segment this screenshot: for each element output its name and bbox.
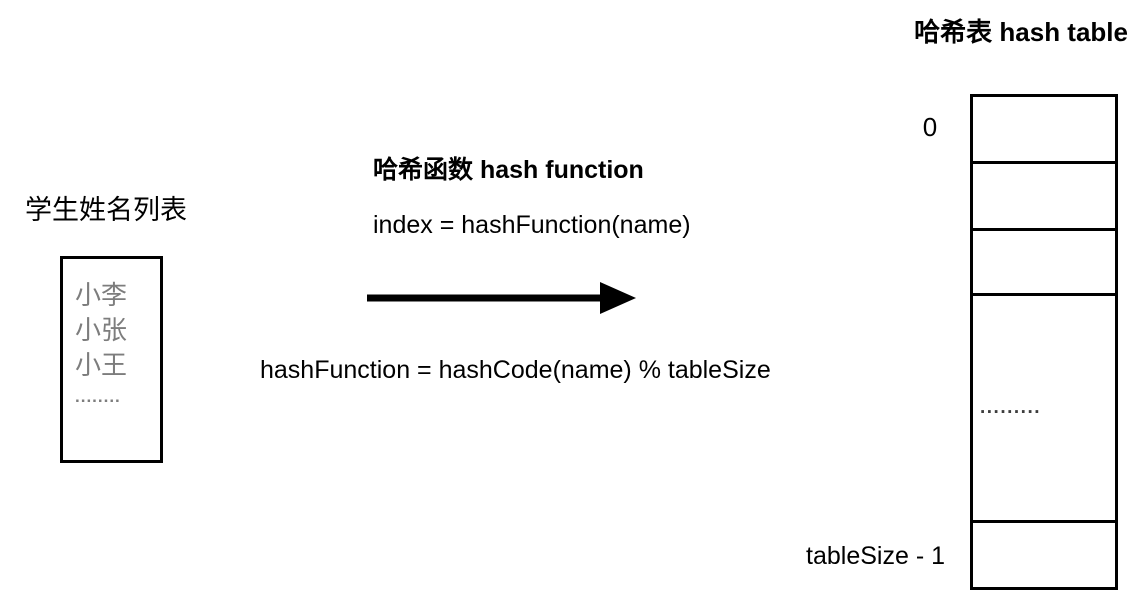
student-name: 小王 — [75, 350, 128, 380]
student-list-box: 小李 小张 小王 ........ — [60, 256, 163, 463]
student-list-label: 学生姓名列表 — [25, 195, 187, 225]
hash-function-heading: 哈希函数 hash function — [373, 156, 644, 184]
table-ellipsis: ......... — [980, 397, 1042, 418]
hash-function-definition-formula: hashFunction = hashCode(name) % tableSiz… — [260, 356, 771, 384]
hash-table-cell — [973, 523, 1115, 587]
student-list-ellipsis: ........ — [75, 387, 121, 406]
index-formula: index = hashFunction(name) — [373, 211, 691, 239]
student-name: 小李 — [75, 280, 128, 310]
hash-table-cell-ellipsis: ......... — [973, 296, 1115, 523]
table-last-index-label: tableSize - 1 — [806, 542, 945, 570]
table-first-index-label: 0 — [922, 112, 938, 142]
hash-table-box: ......... — [970, 94, 1118, 590]
student-name: 小张 — [75, 315, 128, 345]
hash-table-cell — [973, 164, 1115, 231]
right-arrow-icon — [360, 280, 650, 316]
diagram-title: 哈希表 hash table — [914, 17, 1128, 47]
hash-table-cell — [973, 97, 1115, 164]
hash-table-cell — [973, 231, 1115, 296]
